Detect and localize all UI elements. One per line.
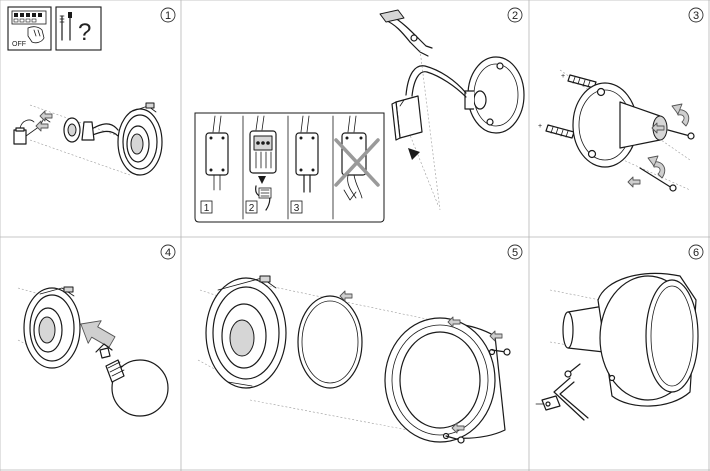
- step-number: 5: [512, 247, 518, 259]
- insert-arrow-icon: [80, 320, 116, 348]
- svg-text:+: +: [561, 73, 565, 80]
- question-mark: ?: [78, 19, 91, 46]
- wall-plug-icon: +: [561, 73, 597, 89]
- step-number-badge: 4: [160, 244, 176, 260]
- sub-step-label: 1: [204, 203, 210, 214]
- sub-step-label: 2: [249, 203, 255, 214]
- wall-plate-step-3: [572, 82, 668, 168]
- lamp-body-step-4: [23, 286, 81, 369]
- power-off-label: OFF: [12, 41, 26, 48]
- tools-question-icon: ?: [55, 6, 102, 51]
- panel-step-3: 3 + +: [538, 7, 704, 192]
- cross-icon: [334, 138, 380, 187]
- screw-icon: [491, 348, 511, 356]
- panel-step-2: 2: [194, 7, 525, 223]
- sub-step-incorrect: [334, 115, 380, 201]
- panel-step-6: 6: [535, 244, 704, 421]
- sub-step-1-closed-box: 1: [200, 115, 229, 214]
- step-number: 6: [693, 247, 699, 259]
- callout-pointer: [408, 148, 420, 160]
- screw-icon: [445, 435, 465, 444]
- rotate-arrow-icon: [671, 103, 690, 127]
- sub-step-label: 3: [294, 203, 300, 214]
- step-number-badge: 2: [507, 7, 523, 23]
- wall-arm-step-6: [562, 305, 605, 353]
- lamp-body-step-5: [205, 275, 287, 389]
- screw-icon: [667, 129, 695, 140]
- power-off-icon: OFF: [7, 6, 52, 51]
- lamp-body-step-1: [29, 102, 163, 176]
- sub-step-2-wiring: 2: [245, 115, 277, 214]
- sub-step-3-closed-box: 3: [290, 115, 319, 214]
- junction-box-step-2: [391, 95, 423, 141]
- step-number: 1: [165, 10, 171, 22]
- panel-step-4: 4: [17, 244, 176, 417]
- sub-steps-callout: 1 2: [194, 112, 385, 223]
- step-number: 2: [512, 10, 518, 22]
- step-number-badge: 5: [507, 244, 523, 260]
- svg-text:+: +: [538, 123, 542, 130]
- glass-ring: [297, 295, 363, 389]
- outer-shade: [384, 317, 506, 443]
- light-bulb-icon: [95, 343, 169, 417]
- pliers-icon: [379, 9, 433, 57]
- step-number: 3: [693, 10, 699, 22]
- screw-icon: [639, 167, 677, 192]
- wall-plate-step-2: [405, 56, 525, 134]
- rotate-arrow-icon: [647, 155, 666, 179]
- step-number-badge: 1: [160, 7, 176, 23]
- assembled-lamp: [597, 272, 699, 407]
- step-number-badge: 3: [688, 7, 704, 23]
- hex-key-icon: [535, 377, 589, 421]
- step-number: 4: [165, 247, 171, 259]
- step-number-badge: 6: [688, 244, 704, 260]
- panel-step-5: 5: [197, 244, 523, 444]
- junction-box-step-1: [13, 110, 53, 145]
- wall-plug-icon: +: [538, 123, 575, 139]
- panel-step-1: 1 OFF ?: [7, 6, 176, 176]
- screw-icon: [564, 363, 581, 378]
